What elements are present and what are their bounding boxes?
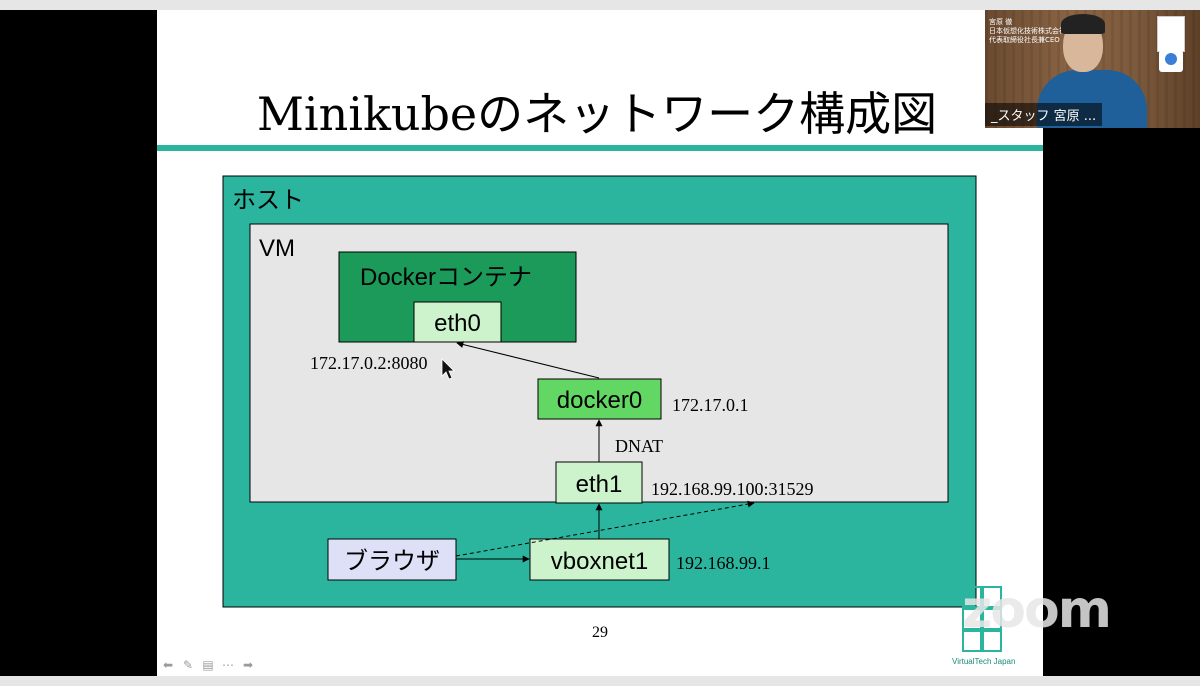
arrow-left-icon[interactable]: ⬅ xyxy=(162,658,174,672)
dnat-label: DNAT xyxy=(615,436,663,456)
participant-hair xyxy=(1061,14,1105,34)
mouse-cursor-icon xyxy=(441,358,455,380)
slide-title: Minikubeのネットワーク構成図 xyxy=(256,87,938,141)
eth0-address: 172.17.0.2:8080 xyxy=(310,353,428,373)
slides-icon[interactable]: ▤ xyxy=(202,658,214,672)
letterbox-left xyxy=(0,10,157,676)
dashed-arrow-browser-to-eth1 xyxy=(455,500,755,557)
page-number: 29 xyxy=(592,624,608,641)
vboxnet1-address: 192.168.99.1 xyxy=(676,553,771,573)
browser-box xyxy=(327,538,457,581)
title-rule xyxy=(157,145,1043,151)
virtualtech-logo xyxy=(962,586,1002,652)
eth1-box xyxy=(555,461,643,504)
shared-slide: Minikubeのネットワーク構成図 ホスト VM Dockerコンテナ eth… xyxy=(157,10,1043,676)
vm-label: VM xyxy=(259,235,295,262)
browser-label: ブラウザ xyxy=(344,548,440,575)
slideshow-toolbar: ⬅ ✎ ▤ ⋯ ➡ xyxy=(159,657,257,673)
participant-name-tag: _スタッフ 宮原 ... xyxy=(985,103,1103,126)
docker-container-label: Dockerコンテナ xyxy=(360,264,532,291)
docker0-label: docker0 xyxy=(557,387,642,414)
eth0-label: eth0 xyxy=(434,310,481,337)
vboxnet1-box xyxy=(529,538,670,581)
network-diagram: ホスト VM Dockerコンテナ eth0 172.17.0.2:8080 d… xyxy=(222,175,977,641)
arrow-docker0-to-eth0 xyxy=(456,341,600,379)
vboxnet1-label: vboxnet1 xyxy=(551,548,648,575)
eth0-box xyxy=(413,301,502,343)
eth1-label: eth1 xyxy=(576,471,623,498)
more-icon[interactable]: ⋯ xyxy=(222,658,234,672)
docker0-address: 172.17.0.1 xyxy=(672,395,749,415)
arrow-right-icon[interactable]: ➡ xyxy=(242,658,254,672)
badge-dot-icon xyxy=(1165,53,1177,65)
bottom-bar xyxy=(0,676,1200,686)
docker0-box xyxy=(537,378,662,420)
top-bar xyxy=(0,0,1200,10)
eth1-address: 192.168.99.100:31529 xyxy=(651,479,814,499)
pen-icon[interactable]: ✎ xyxy=(182,658,194,672)
participant-video-tile[interactable]: 宮原 徹 日本仮想化技術株式会社 代表取締役社長兼CEO _スタッフ 宮原 ..… xyxy=(985,10,1200,128)
zoom-watermark: zoom xyxy=(962,580,1112,640)
participant-caption: 宮原 徹 日本仮想化技術株式会社 代表取締役社長兼CEO xyxy=(989,18,1066,44)
qr-code-icon xyxy=(1157,16,1185,52)
virtualtech-logo-text: VirtualTech Japan xyxy=(952,657,1016,666)
host-label: ホスト xyxy=(232,187,304,214)
